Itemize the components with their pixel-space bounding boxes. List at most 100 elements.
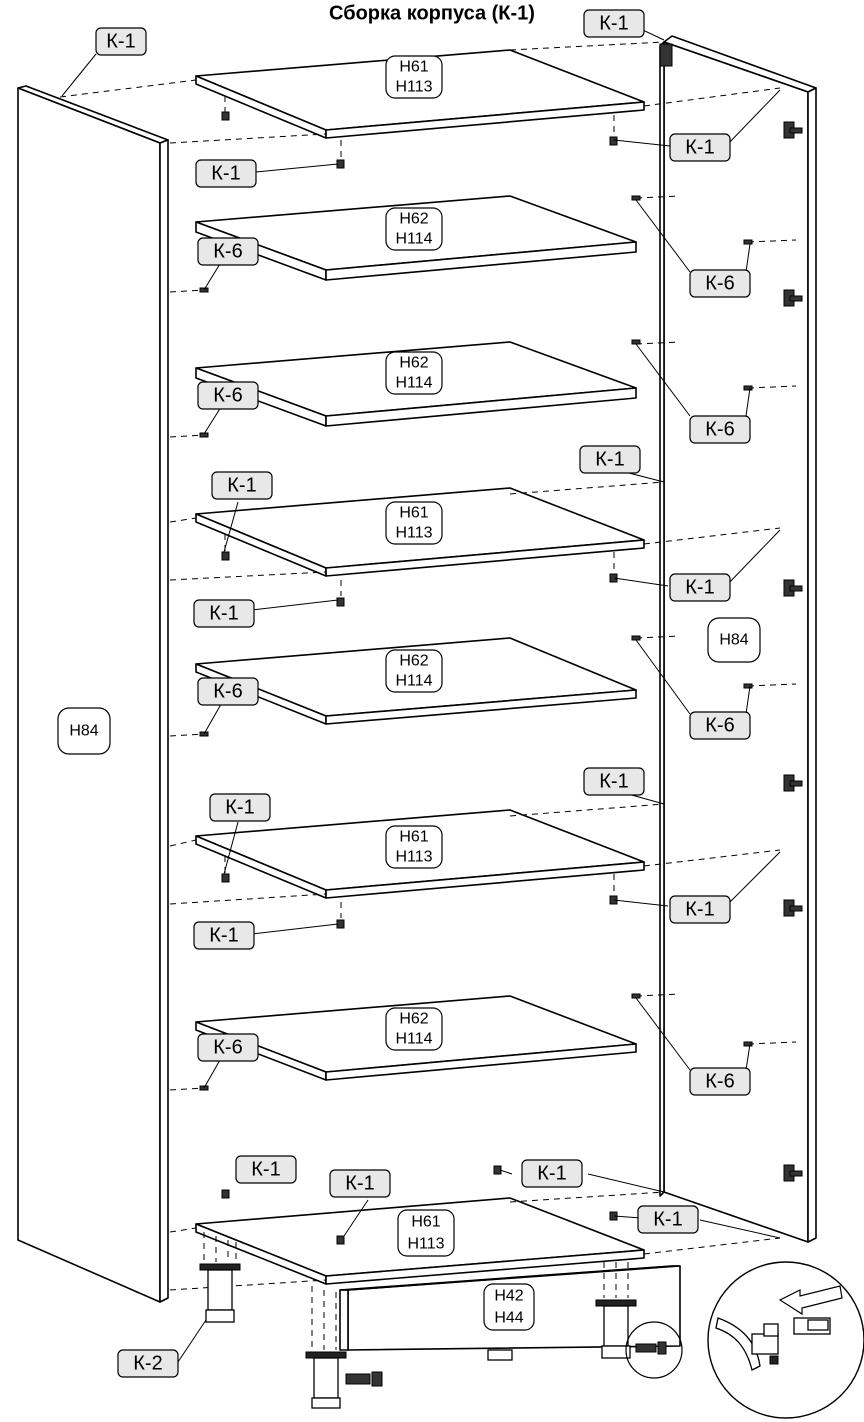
- svg-text:К-1: К-1: [685, 899, 714, 921]
- label-k1: К-1: [669, 895, 731, 924]
- label-k1: К-1: [669, 133, 731, 162]
- svg-text:К-1: К-1: [209, 603, 238, 625]
- svg-text:К-1: К-1: [599, 771, 628, 793]
- label-k6: К-6: [689, 711, 751, 740]
- svg-text:К-6: К-6: [213, 1037, 242, 1059]
- left-side-panel: [17, 85, 169, 1303]
- label-k6: К-6: [689, 1067, 751, 1096]
- label-k1: К-1: [329, 1169, 391, 1198]
- svg-text:К-1: К-1: [225, 797, 254, 819]
- cam-lock-icon: [221, 111, 230, 121]
- shelf-pin-icon: [743, 683, 753, 689]
- svg-text:К-6: К-6: [705, 273, 734, 295]
- svg-text:Н114: Н114: [395, 231, 432, 248]
- cam-lock-icon: [221, 873, 230, 883]
- label-k1: К-1: [521, 1159, 583, 1188]
- hinge-plate-icon: [783, 121, 803, 139]
- label-k1: К-1: [669, 573, 731, 602]
- label-left-side: Н84: [57, 707, 111, 755]
- adjustable-leg-icon: [305, 1286, 347, 1409]
- plinth-clip-icon: [635, 1341, 667, 1355]
- svg-text:К-1: К-1: [653, 1209, 682, 1231]
- hinge-plate-icon: [783, 289, 803, 307]
- label-k1: К-1: [583, 767, 645, 796]
- svg-text:К-1: К-1: [537, 1163, 566, 1185]
- label-right-side: Н84: [707, 617, 761, 663]
- adjustable-leg-icon: [487, 1349, 513, 1361]
- svg-text:Н61: Н61: [411, 1214, 440, 1231]
- plinth-clips: [345, 1341, 667, 1387]
- plinth-clip-icon: [715, 1317, 831, 1371]
- label-k6: К-6: [197, 677, 259, 706]
- shelf-pin-icon: [631, 993, 641, 999]
- cam-lock-icon: [493, 1165, 502, 1175]
- plinth-clip-icon: [345, 1371, 383, 1387]
- svg-text:Н84: Н84: [69, 723, 98, 740]
- shelf-pin-icon: [743, 1041, 753, 1047]
- svg-text:К-1: К-1: [685, 137, 714, 159]
- svg-text:Н113: Н113: [395, 79, 432, 96]
- svg-text:Н42: Н42: [494, 1288, 523, 1305]
- svg-text:Н84: Н84: [719, 632, 748, 649]
- hardware-markers: [199, 43, 753, 1245]
- cam-lock-icon: [336, 1235, 345, 1245]
- hinge-plate-icon: [783, 579, 803, 597]
- label-k6: К-6: [689, 415, 751, 444]
- svg-text:К-6: К-6: [213, 681, 242, 703]
- svg-text:К-6: К-6: [705, 419, 734, 441]
- svg-text:Н62: Н62: [399, 355, 428, 372]
- label-k6: К-6: [197, 381, 259, 410]
- svg-text:Н61: Н61: [399, 829, 428, 846]
- svg-text:Н113: Н113: [407, 1236, 444, 1253]
- label-k2: К-2: [117, 1349, 179, 1378]
- label-k1: К-1: [195, 159, 257, 188]
- shelf-pin-icon: [631, 339, 641, 345]
- svg-text:К-1: К-1: [106, 31, 135, 53]
- cam-lock-icon: [609, 136, 618, 146]
- label-k1: К-1: [579, 445, 641, 474]
- svg-text:Н61: Н61: [399, 505, 428, 522]
- hinge-plate-icon: [783, 899, 803, 917]
- svg-text:Н61: Н61: [399, 59, 428, 76]
- adjustable-leg-icon: [595, 1262, 637, 1359]
- svg-text:К-6: К-6: [705, 1071, 734, 1093]
- svg-text:К-1: К-1: [595, 449, 624, 471]
- svg-text:К-1: К-1: [599, 13, 628, 35]
- label-k1: К-1: [211, 471, 273, 500]
- hinge-plate-icon: [783, 774, 803, 792]
- svg-text:К-6: К-6: [705, 715, 734, 737]
- cam-lock-icon: [336, 159, 345, 169]
- svg-text:Н114: Н114: [395, 673, 432, 690]
- shelf-pin-icon: [199, 432, 209, 438]
- hinge-plate-icon: [783, 1164, 803, 1182]
- adjustable-legs: [199, 1232, 637, 1409]
- svg-text:Н62: Н62: [399, 653, 428, 670]
- label-k1: К-1: [637, 1205, 699, 1234]
- cam-lock-icon: [659, 43, 673, 67]
- svg-text:К-1: К-1: [227, 475, 256, 497]
- cam-lock-icon: [221, 1189, 230, 1199]
- label-k1: К-1: [209, 793, 271, 822]
- svg-text:К-1: К-1: [685, 577, 714, 599]
- svg-text:К-1: К-1: [345, 1173, 374, 1195]
- cam-lock-icon: [336, 919, 345, 929]
- adjustable-leg-icon: [199, 1232, 241, 1323]
- detail-circle: [707, 1261, 864, 1419]
- label-k6: К-6: [197, 1033, 259, 1062]
- hinge-plates: [783, 121, 803, 1182]
- arrow-icon: [778, 1285, 843, 1316]
- label-k6: К-6: [197, 237, 259, 266]
- label-k1: К-1: [193, 921, 255, 950]
- svg-text:К-2: К-2: [133, 1353, 162, 1375]
- svg-text:К-1: К-1: [211, 163, 240, 185]
- label-k1: К-1: [235, 1155, 297, 1184]
- shelf-pin-icon: [631, 195, 641, 201]
